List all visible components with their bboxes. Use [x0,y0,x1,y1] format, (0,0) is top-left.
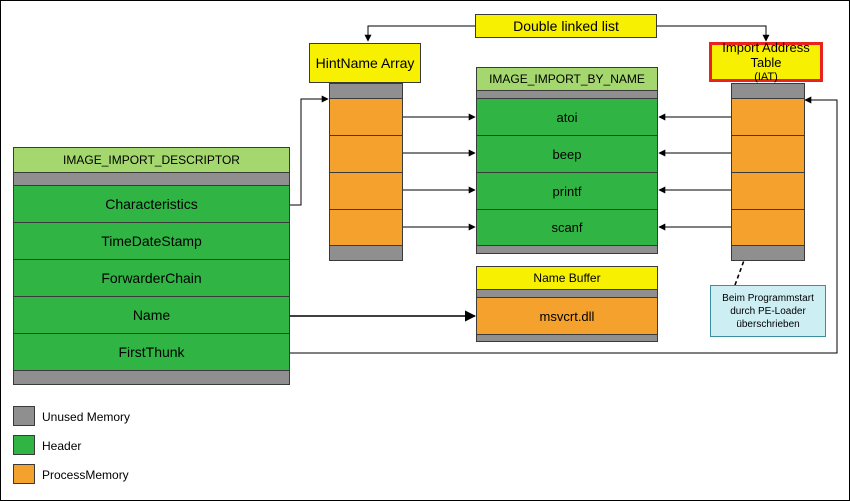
hintname-slot-1 [329,98,403,136]
firstthunk-arrow [290,96,838,354]
iat-slot-4 [731,209,805,246]
import-by-name-row-printf: printf [476,172,658,210]
descriptor-row-label: TimeDateStamp [101,233,202,249]
import-by-name-row-label: printf [552,183,582,199]
iat-unused-bottom [731,245,805,261]
import-by-name-row-label: scanf [551,220,583,235]
legend-label-header: Header [42,439,82,453]
descriptor-title: IMAGE_IMPORT_DESCRIPTOR [13,147,290,173]
descriptor-row-characteristics: Characteristics [13,185,290,223]
iat-unused-top [731,83,805,99]
hintname-slot-4 [329,209,403,246]
name-buffer-unused-bottom [476,334,658,342]
import-by-name-title: IMAGE_IMPORT_BY_NAME [476,67,658,91]
name-buffer-title-text: Name Buffer [533,271,601,285]
iat-title-line1: Import Address Table [722,39,810,70]
note-dashed-arrow [734,182,774,286]
hintname-unused-bottom [329,245,403,261]
linked-list-arrow-right [657,25,770,42]
descriptor-row-forwarderchain: ForwarderChain [13,259,290,297]
descriptor-row-firstthunk: FirstThunk [13,333,290,371]
import-by-name-unused-bottom [476,245,658,254]
iat-slot-1 [731,98,805,136]
import-by-name-row-beep: beep [476,135,658,173]
double-linked-list-text: Double linked list [513,18,619,34]
iat-slot-2 [731,135,805,173]
linked-list-arrow-left [364,25,475,42]
iat-slot-3 [731,172,805,210]
legend-swatch-process [13,464,35,484]
import-by-name-row-atoi: atoi [476,98,658,136]
import-by-name-row-label: atoi [556,109,578,125]
hintname-unused-top [329,83,403,99]
hintname-slot-2 [329,135,403,173]
descriptor-row-label: FirstThunk [118,344,185,360]
descriptor-unused-bottom [13,370,290,385]
descriptor-row-label: Characteristics [105,196,198,212]
descriptor-title-text: IMAGE_IMPORT_DESCRIPTOR [63,153,240,167]
legend-label-process: ProcessMemory [42,468,129,482]
legend-label-unused: Unused Memory [42,410,131,424]
descriptor-unused-top [13,172,290,186]
import-by-name-row-label: beep [552,146,582,162]
descriptor-row-timedatestamp: TimeDateStamp [13,222,290,260]
name-buffer-value-text: msvcrt.dll [539,308,595,324]
name-buffer-value: msvcrt.dll [476,297,658,335]
descriptor-row-name: Name [13,296,290,334]
hintname-array-title-text: HintName Array [315,55,415,71]
iat-overwrite-note: Beim Programmstart durch PE-Loader übers… [710,285,826,337]
characteristics-arrow [290,95,329,206]
double-linked-list-label: Double linked list [475,14,657,38]
legend-swatch-header [13,435,35,455]
note-line-3: überschrieben [736,318,800,330]
import-by-name-row-scanf: scanf [476,209,658,246]
note-line-1: Beim Programmstart [722,292,814,304]
legend-swatch-unused [13,406,35,426]
iat-title-line2: (IAT) [754,70,778,83]
hintname-array-title: HintName Array [309,43,421,83]
descriptor-row-label: Name [132,307,171,323]
hintname-slot-3 [329,172,403,210]
import-by-name-title-text: IMAGE_IMPORT_BY_NAME [489,72,645,86]
descriptor-row-label: ForwarderChain [101,270,202,286]
note-line-2: durch PE-Loader [730,305,806,317]
name-buffer-title: Name Buffer [476,266,658,290]
iat-title: Import Address Table (IAT) [709,39,823,83]
